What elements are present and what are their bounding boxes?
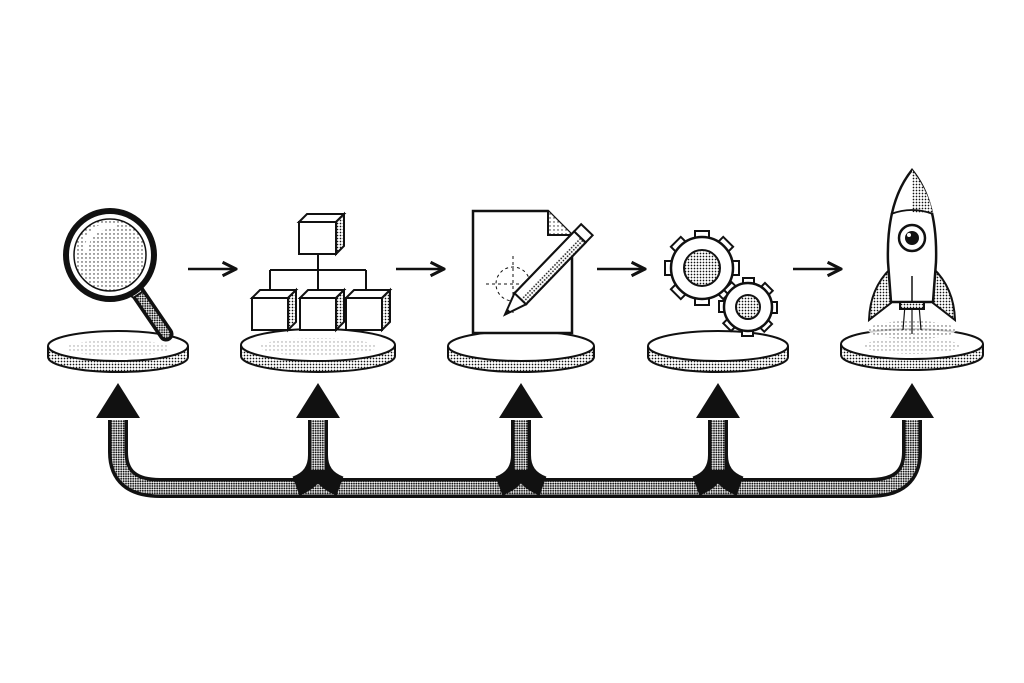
platform-launch — [840, 328, 984, 371]
magnifying-glass-icon — [63, 208, 174, 342]
platforms — [47, 328, 984, 373]
rocket-icon — [867, 168, 957, 339]
platform-design — [447, 330, 595, 373]
feedback-loop — [96, 383, 934, 498]
feedback-arrowheads — [96, 383, 934, 418]
top-cube — [296, 211, 347, 257]
large-gear — [664, 230, 740, 306]
platform-research — [47, 330, 189, 373]
hierarchy-blocks-icon — [249, 211, 393, 333]
up-arrow-research — [96, 383, 140, 418]
document-pencil-icon — [471, 209, 595, 335]
feedback-branches — [292, 420, 744, 496]
bottom-cube-left — [249, 287, 299, 333]
up-arrow-build — [696, 383, 740, 418]
up-arrow-structure — [296, 383, 340, 418]
small-gear — [718, 277, 778, 337]
up-arrow-launch — [890, 383, 934, 418]
bottom-cube-right — [343, 287, 393, 333]
platform-build — [647, 330, 789, 373]
bottom-cube-middle — [297, 287, 347, 333]
platform-structure — [240, 328, 396, 373]
up-arrow-design — [499, 383, 543, 418]
gears-icon — [664, 230, 778, 337]
pencil — [502, 222, 595, 317]
